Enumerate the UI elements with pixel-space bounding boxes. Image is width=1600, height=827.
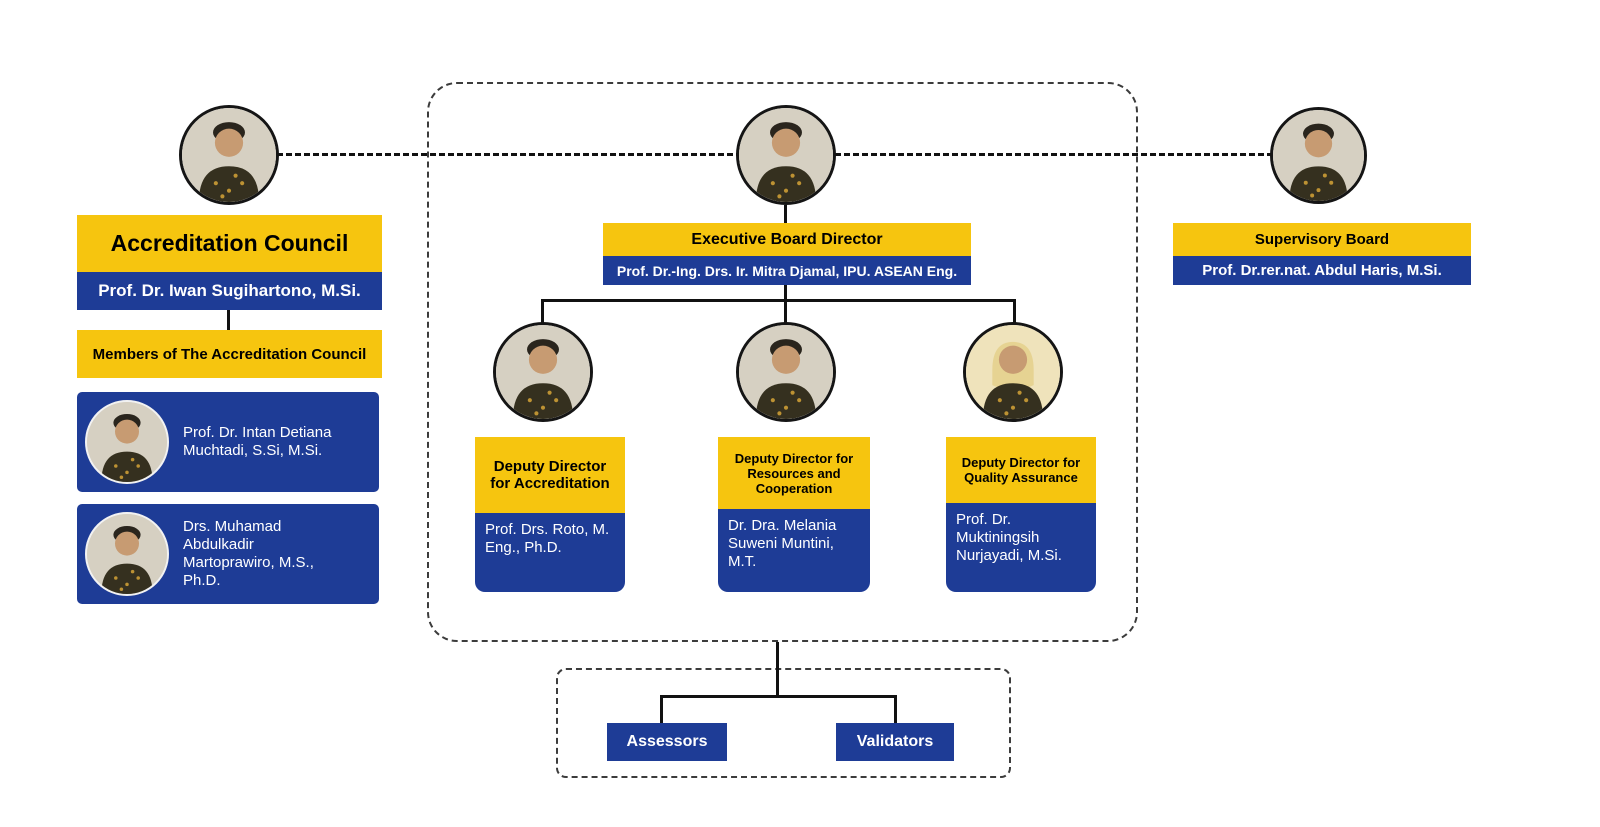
deputy-title-label: Deputy Director for Resources and Cooper… (734, 450, 854, 496)
member-name: Prof. Dr. Intan Detiana Muchtadi, S.Si, … (183, 424, 332, 459)
supervisory-board-name-label: Prof. Dr.rer.nat. Abdul Haris, M.Si. (1202, 262, 1442, 279)
accreditation-chair-name: Prof. Dr. Iwan Sugihartono, M.Si. (77, 272, 382, 310)
connector-line (784, 285, 787, 301)
members-title-label: Members of The Accreditation Council (92, 345, 367, 363)
supervisory-board-title-label: Supervisory Board (1254, 231, 1390, 248)
deputy-quality-title: Deputy Director for Quality Assurance (946, 437, 1096, 503)
assessors-box: Assessors (607, 723, 727, 761)
connector-line (784, 299, 787, 323)
connector-line (784, 205, 787, 223)
executive-board-title-label: Executive Board Director (691, 230, 883, 248)
member-card: Drs. Muhamad Abdulkadir Martoprawiro, M.… (77, 504, 379, 604)
deputy-title-label: Deputy Director for Accreditation (490, 458, 610, 492)
connector-line (541, 299, 544, 323)
connector-line (776, 642, 779, 697)
teams-container (556, 668, 1011, 778)
assessors-label: Assessors (626, 733, 708, 750)
deputy-resources-title: Deputy Director for Resources and Cooper… (718, 437, 870, 509)
executive-board-title: Executive Board Director (603, 223, 971, 256)
supervisory-board-title: Supervisory Board (1173, 223, 1471, 256)
deputy-title-label: Deputy Director for Quality Assurance (961, 455, 1081, 485)
supervisory-board-photo (1270, 107, 1367, 204)
deputy-quality-name: Prof. Dr. Muktiningsih Nurjayadi, M.Si. (946, 503, 1096, 592)
connector-line (541, 299, 1016, 302)
accreditation-chair-photo (179, 105, 279, 205)
deputy-accreditation-title: Deputy Director for Accreditation (475, 437, 625, 513)
connector-line (660, 695, 897, 698)
supervisory-board-name: Prof. Dr.rer.nat. Abdul Haris, M.Si. (1173, 256, 1471, 285)
member-photo (85, 512, 169, 596)
deputy-name-label: Prof. Dr. Muktiningsih Nurjayadi, M.Si. (956, 511, 1062, 564)
validators-label: Validators (856, 733, 934, 750)
member-card: Prof. Dr. Intan Detiana Muchtadi, S.Si, … (77, 392, 379, 492)
accreditation-council-title-label: Accreditation Council (110, 230, 349, 256)
executive-director-name: Prof. Dr.-Ing. Drs. Ir. Mitra Djamal, IP… (603, 256, 971, 285)
connector-line (894, 695, 897, 723)
connector-line (227, 310, 230, 330)
deputy-name-label: Prof. Drs. Roto, M. Eng., Ph.D. (485, 521, 610, 556)
validators-box: Validators (836, 723, 954, 761)
accreditation-chair-name-label: Prof. Dr. Iwan Sugihartono, M.Si. (98, 281, 361, 300)
deputy-accreditation-photo (493, 322, 593, 422)
executive-director-name-label: Prof. Dr.-Ing. Drs. Ir. Mitra Djamal, IP… (616, 262, 958, 279)
accreditation-council-title: Accreditation Council (77, 215, 382, 272)
member-name: Drs. Muhamad Abdulkadir Martoprawiro, M.… (183, 518, 314, 589)
executive-board-container (427, 82, 1138, 642)
deputy-resources-photo (736, 322, 836, 422)
connector-line (1013, 299, 1016, 323)
deputy-quality-photo (963, 322, 1063, 422)
members-title: Members of The Accreditation Council (77, 330, 382, 378)
member-photo (85, 400, 169, 484)
deputy-accreditation-name: Prof. Drs. Roto, M. Eng., Ph.D. (475, 513, 625, 592)
deputy-name-label: Dr. Dra. Melania Suweni Muntini, M.T. (728, 517, 837, 570)
executive-director-photo (736, 105, 836, 205)
deputy-resources-name: Dr. Dra. Melania Suweni Muntini, M.T. (718, 509, 870, 592)
connector-line (660, 695, 663, 723)
